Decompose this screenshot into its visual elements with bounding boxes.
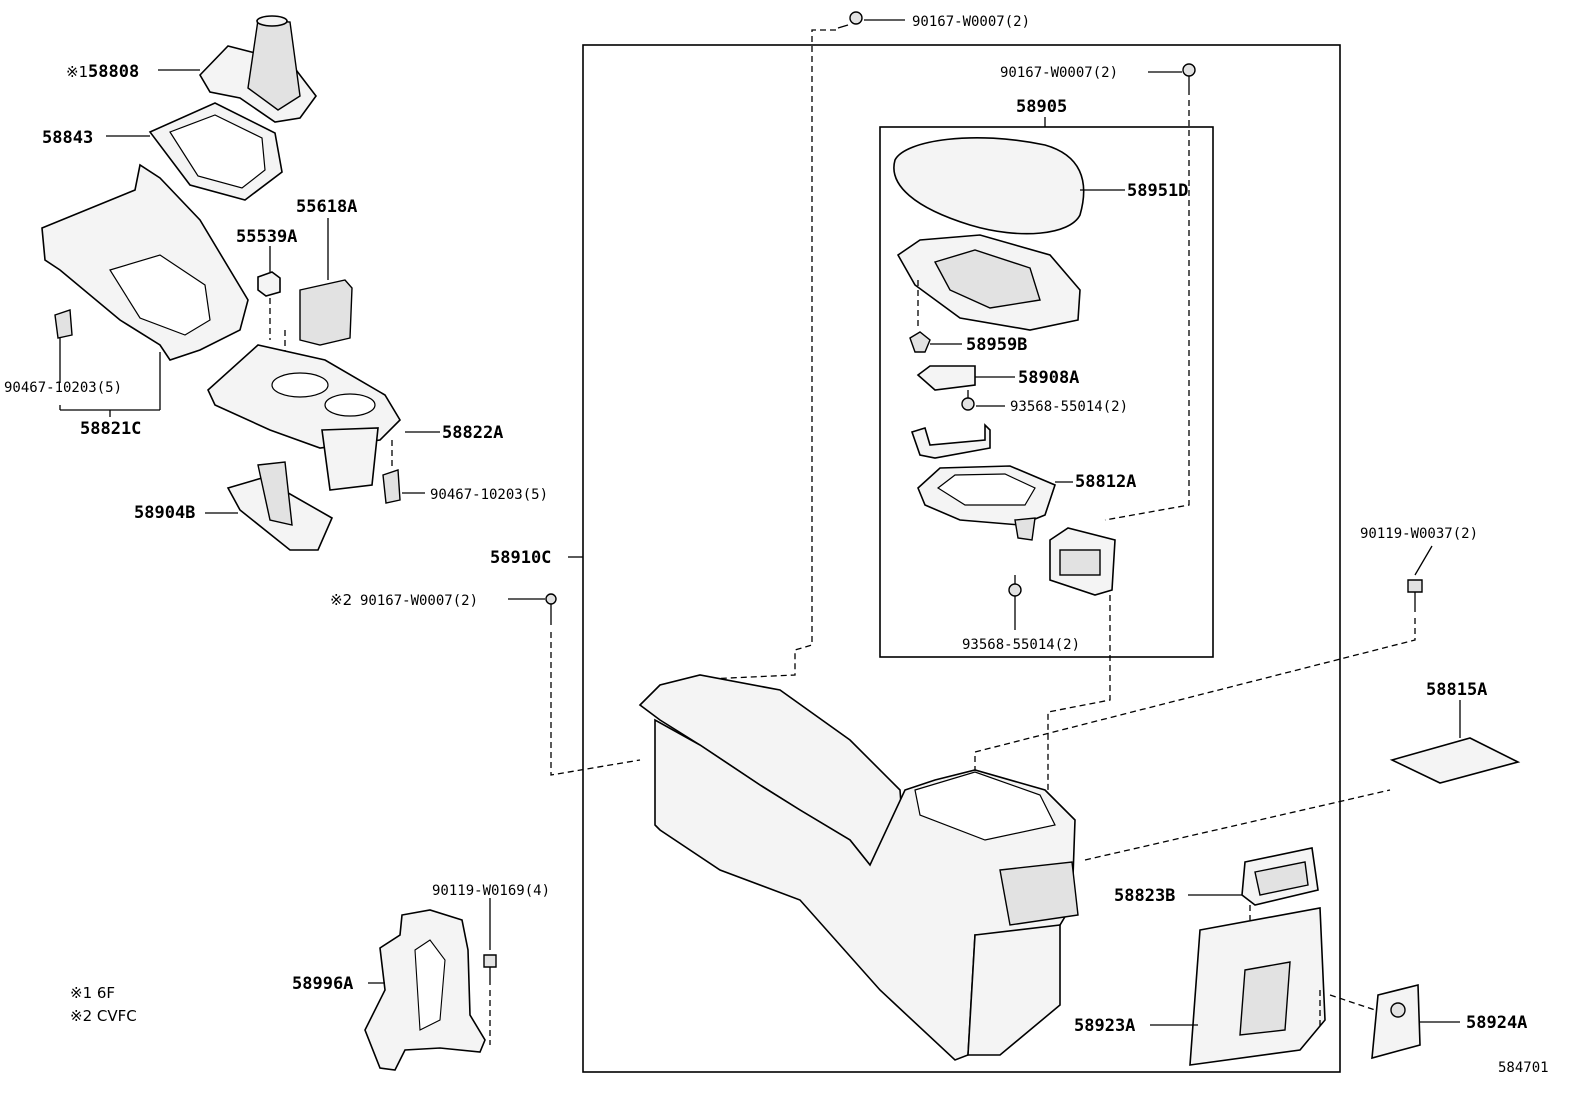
part-58951D-armrest-lid xyxy=(893,137,1085,235)
part-90167-top-screw xyxy=(837,11,863,29)
part-58822A-cup-holder xyxy=(207,344,402,491)
label-58910C: 58910C xyxy=(490,548,551,568)
footnote-1: ※1 6F xyxy=(70,984,115,1002)
part-58815A-pad xyxy=(1389,737,1521,784)
part-armrest-frame xyxy=(896,234,1081,331)
part-93568-screw-b xyxy=(1008,575,1022,597)
part-latch-bracket xyxy=(910,423,991,459)
part-58812A-tray xyxy=(917,465,1056,541)
label-90119-W0169: 90119-W0169(4) xyxy=(432,883,550,899)
part-58924A-cover xyxy=(1371,983,1421,1060)
part-58843-shift-bezel xyxy=(148,102,283,201)
label-58812A: 58812A xyxy=(1075,472,1136,492)
part-90467-right-clip xyxy=(382,469,401,504)
assembly-frame-58910C xyxy=(582,44,1341,1073)
label-90167-left: 90167-W0007(2) xyxy=(360,593,478,609)
part-58904B-tray xyxy=(226,461,334,551)
label-90467-right: 90467-10203(5) xyxy=(430,487,548,503)
label-58823B: 58823B xyxy=(1114,886,1175,906)
part-55618A-insert xyxy=(299,279,353,346)
label-58996A: 58996A xyxy=(292,974,353,994)
mark-note-1: ※1 xyxy=(66,63,88,81)
label-58924A: 58924A xyxy=(1466,1013,1527,1033)
footnote-2: ※2 CVFC xyxy=(70,1007,137,1025)
label-58808: 58808 xyxy=(88,62,139,82)
part-90167-right-screw xyxy=(1182,63,1196,95)
label-90167-top: 90167-W0007(2) xyxy=(912,14,1030,30)
part-55539A-clip xyxy=(257,271,281,297)
part-58923A-panel xyxy=(1189,907,1326,1066)
part-58823B-cover xyxy=(1241,847,1319,906)
part-90119-W0037-screw xyxy=(1407,579,1423,612)
mark-note-2: ※2 xyxy=(330,591,352,609)
label-58908A: 58908A xyxy=(1018,368,1079,388)
figure-id: 584701 xyxy=(1498,1060,1549,1076)
label-90167-right: 90167-W0007(2) xyxy=(1000,65,1118,81)
label-58959B: 58959B xyxy=(966,335,1027,355)
label-58821C: 58821C xyxy=(80,419,141,439)
part-93568-screw-a xyxy=(961,390,975,411)
part-58959B-clip xyxy=(909,331,931,353)
label-58951D: 58951D xyxy=(1127,181,1188,201)
label-58822A: 58822A xyxy=(442,423,503,443)
label-58905: 58905 xyxy=(1016,97,1067,117)
label-90119-W0037: 90119-W0037(2) xyxy=(1360,526,1478,542)
assembly-frame-58905 xyxy=(879,126,1214,658)
part-lock-assembly xyxy=(1049,527,1116,596)
label-58843: 58843 xyxy=(42,128,93,148)
label-55618A: 55618A xyxy=(296,197,357,217)
label-58815A: 58815A xyxy=(1426,680,1487,700)
part-90167-left-screw xyxy=(545,593,557,625)
part-58821C-console-panel xyxy=(41,163,249,361)
label-93568-b: 93568-55014(2) xyxy=(962,637,1080,653)
part-58808-shift-boot xyxy=(199,15,317,123)
part-58910C-console-box xyxy=(638,674,1079,1061)
label-93568-a: 93568-55014(2) xyxy=(1010,399,1128,415)
part-58908A-latch xyxy=(916,365,976,391)
part-58996A-bracket xyxy=(364,909,486,1071)
part-90119-W0169-screw xyxy=(483,954,497,985)
label-58904B: 58904B xyxy=(134,503,195,523)
label-55539A: 55539A xyxy=(236,227,297,247)
label-58923A: 58923A xyxy=(1074,1016,1135,1036)
label-90467-left: 90467-10203(5) xyxy=(4,380,122,396)
